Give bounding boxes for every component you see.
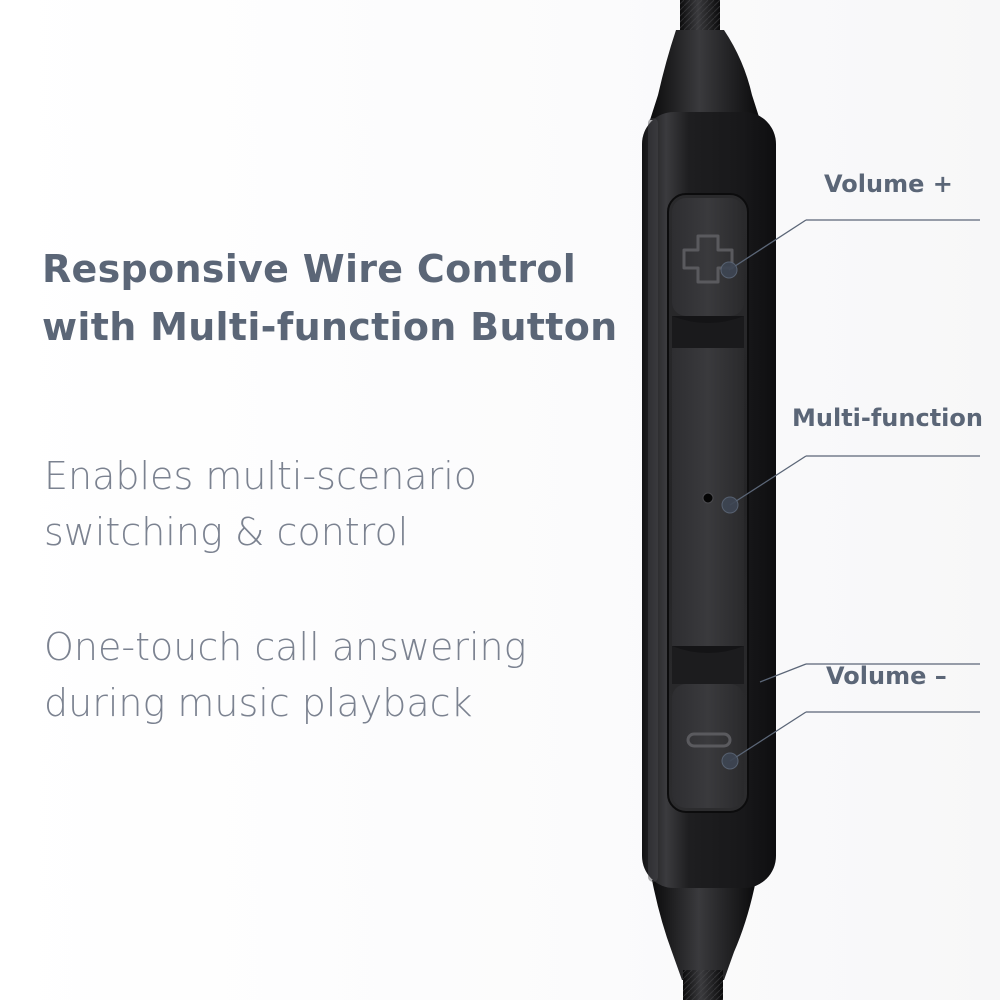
feature-1-line-2: switching & control — [44, 510, 409, 554]
bottom-strain-relief — [652, 880, 756, 980]
feature-text-switching: Enables multi-scenario switching & contr… — [44, 448, 604, 560]
volume-up-label: Volume + — [824, 170, 953, 198]
plus-icon — [682, 234, 734, 284]
title-line-2: with Multi-function Button — [42, 305, 618, 349]
top-strain-relief — [650, 30, 760, 120]
minus-icon — [686, 732, 732, 748]
callout-lines — [728, 219, 980, 762]
title-line-1: Responsive Wire Control — [42, 247, 577, 291]
callout-markers — [720, 261, 739, 770]
bottom-cable — [683, 970, 723, 1000]
feature-1-line-1: Enables multi-scenario — [44, 454, 478, 498]
feature-2-line-2: during music playback — [44, 681, 473, 725]
volume-down-label: Volume – — [826, 662, 947, 690]
feature-2-line-1: One-touch call answering — [44, 625, 527, 669]
microphone-hole-icon — [702, 492, 714, 504]
feature-text-call-answering: One-touch call answering during music pl… — [44, 619, 604, 731]
page-title: Responsive Wire Control with Multi-funct… — [42, 240, 642, 356]
volume-up-button[interactable] — [672, 198, 744, 316]
multi-function-label: Multi-function — [792, 404, 983, 432]
